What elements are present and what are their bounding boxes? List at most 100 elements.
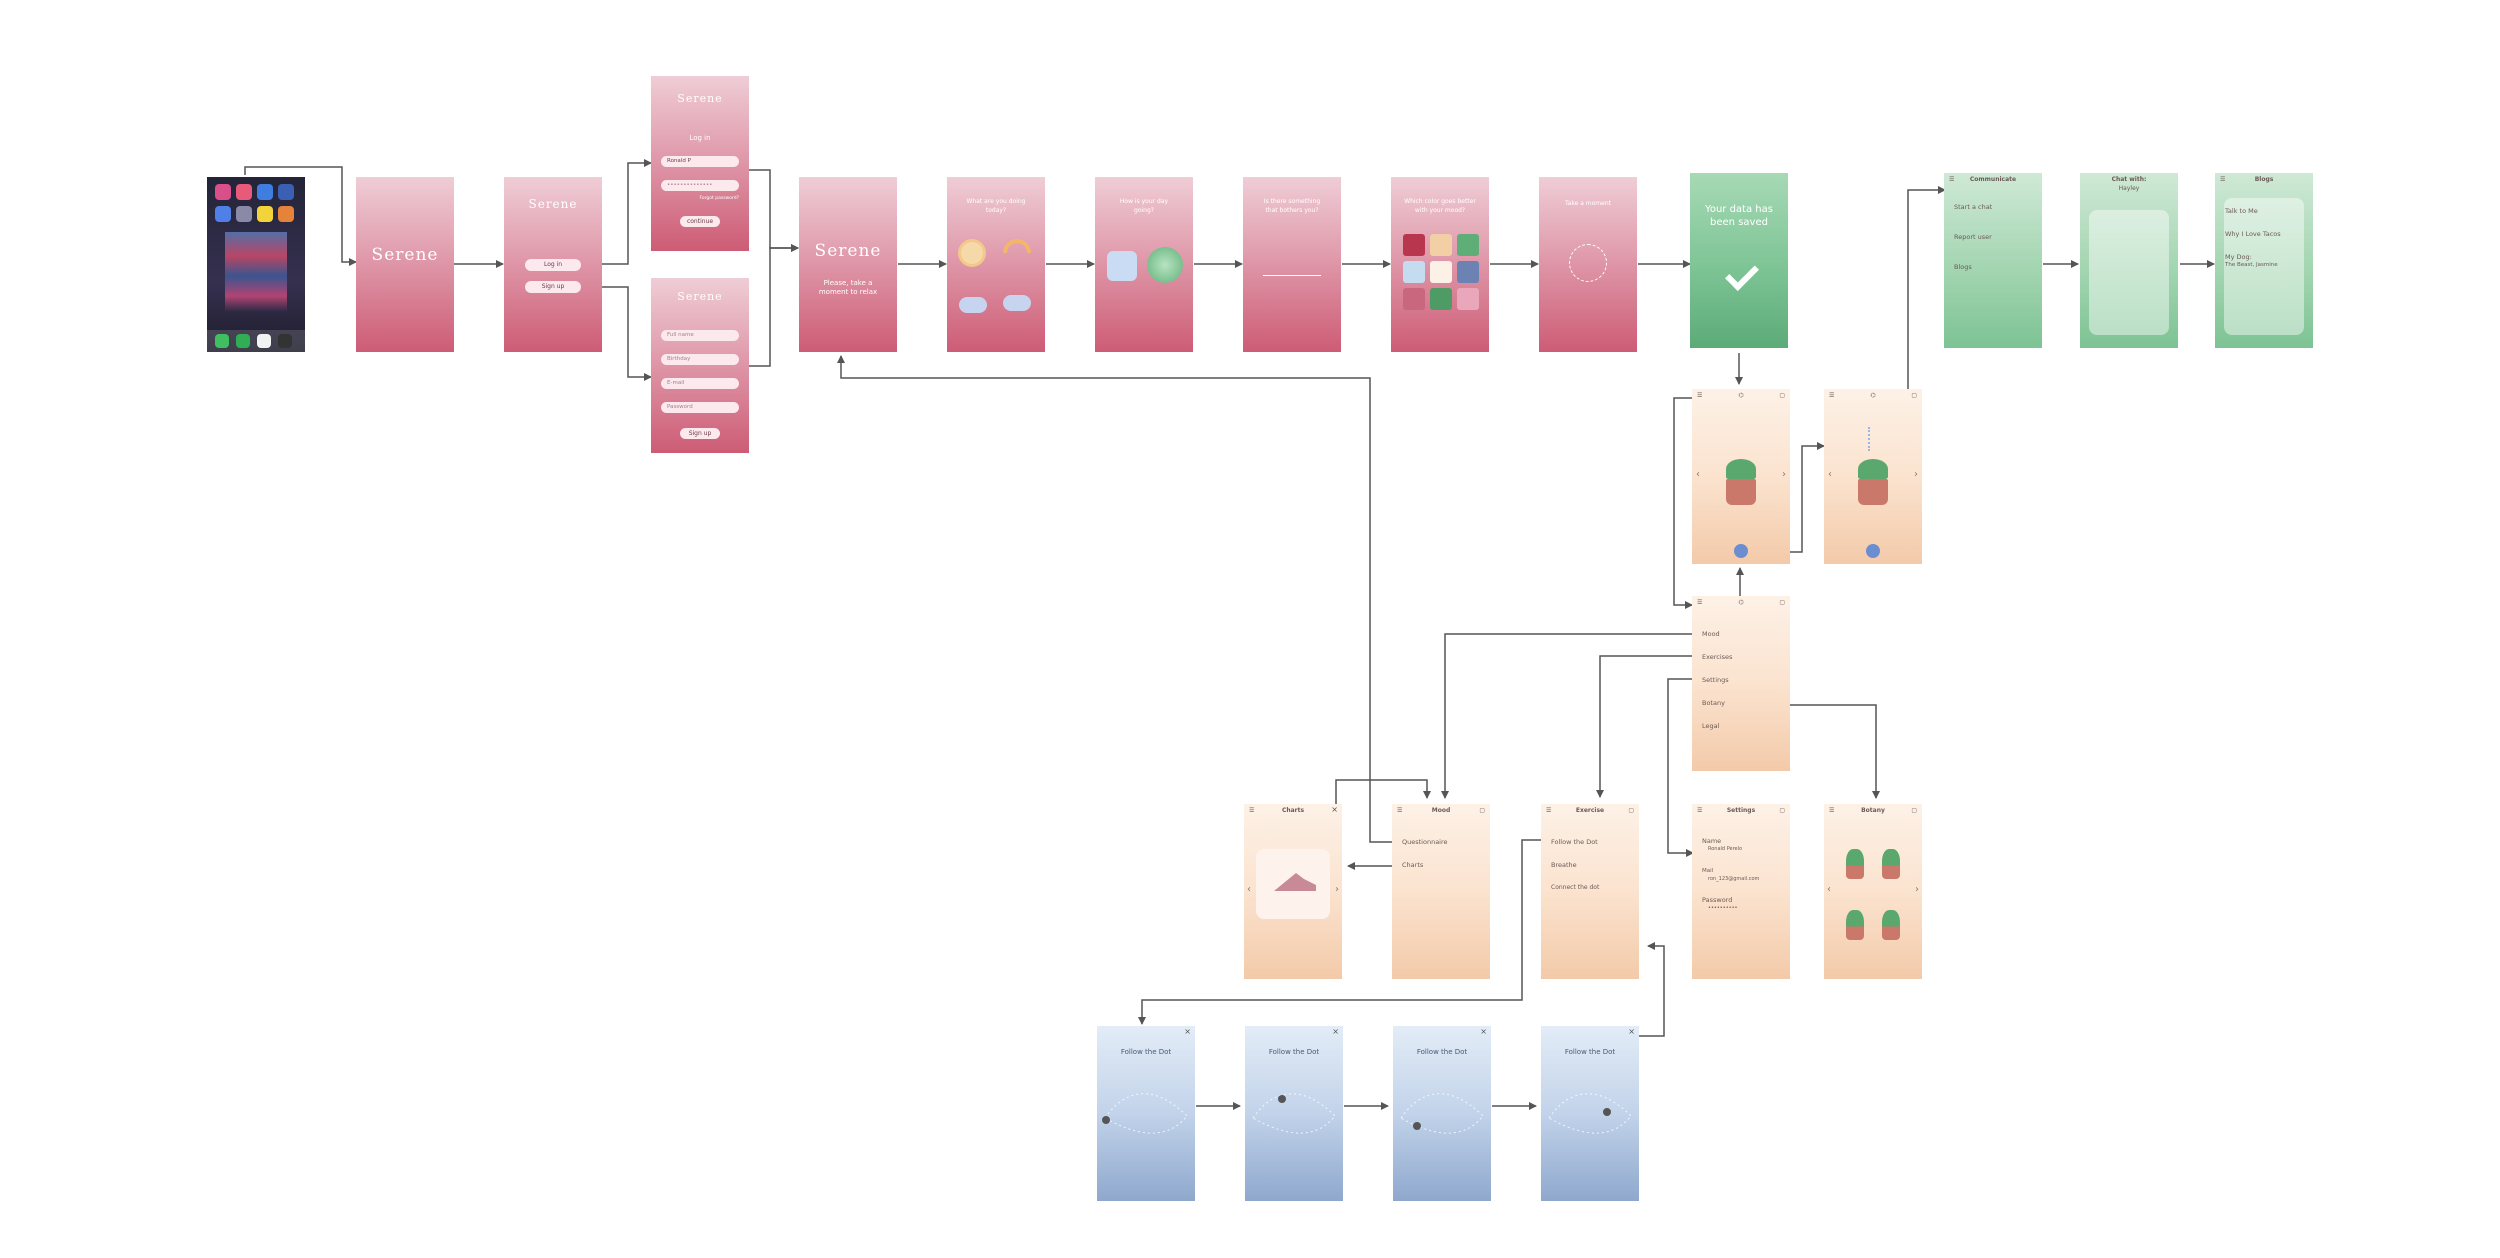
plant-thumbnail[interactable] [1882,849,1900,879]
close-icon[interactable]: × [1480,1027,1487,1036]
blogs-item[interactable]: Blogs [1954,263,1972,271]
close-icon[interactable]: × [1184,1027,1191,1036]
water-drop-button[interactable] [1734,544,1748,558]
chevron-right-icon[interactable]: › [1335,884,1339,895]
question-title: How is your day going? [1119,198,1169,214]
snapchat-icon[interactable] [257,206,273,222]
phone-icon[interactable] [215,334,229,348]
follow-dot-item[interactable]: Follow the Dot [1551,838,1598,846]
chevron-right-icon[interactable]: › [1915,884,1919,895]
menu-item-mood[interactable]: Mood [1702,630,1720,638]
menu-icon[interactable]: ☰ [1546,807,1552,814]
continue-button[interactable]: continue [680,216,720,227]
color-swatch[interactable] [1430,234,1452,256]
music-icon[interactable] [257,334,271,348]
menu-icon[interactable]: ☰ [1249,807,1255,814]
signup-submit-button[interactable]: Sign up [680,428,720,439]
chat-message-area[interactable] [2089,210,2169,335]
menu-item-botany[interactable]: Botany [1702,699,1725,707]
menu-icon[interactable]: ☰ [1829,807,1835,814]
rainbow-icon[interactable] [1003,239,1031,253]
breathe-item[interactable]: Breathe [1551,861,1577,869]
ice-icon[interactable] [1107,251,1137,281]
facebook-icon[interactable] [278,184,294,200]
connect-dot-item[interactable]: Connect the dot [1551,884,1600,891]
chevron-left-icon[interactable]: ‹ [1828,469,1832,480]
chevron-right-icon[interactable]: › [1782,469,1786,480]
name-value[interactable]: Ronald Perelo [1708,846,1743,852]
questionnaire-item[interactable]: Questionnaire [1402,838,1448,846]
chevron-left-icon[interactable]: ‹ [1696,469,1700,480]
whatsapp-icon[interactable] [236,334,250,348]
color-swatch[interactable] [1457,234,1479,256]
cloud-icon[interactable] [1003,295,1031,311]
blog-item[interactable]: My Dog: [2225,253,2252,261]
menu-icon[interactable]: ☰ [1829,392,1835,399]
close-icon[interactable]: × [1331,805,1338,814]
chevron-left-icon[interactable]: ‹ [1827,884,1831,895]
water-drop-button[interactable] [1866,544,1880,558]
chat-icon[interactable]: ▢ [1911,392,1917,399]
mood-screen: ☰ Mood ▢ Questionnaire Charts [1392,804,1490,979]
sun-icon[interactable] [961,242,983,264]
blog-item[interactable]: Talk to Me [2225,207,2258,215]
screen-title: Chat with: [2111,176,2147,183]
menu-icon[interactable]: ☰ [2220,176,2226,183]
color-swatch[interactable] [1457,288,1479,310]
menu-item-settings[interactable]: Settings [1702,676,1729,684]
serene-logo: Serene [677,92,723,105]
leaf-ball-icon[interactable] [1147,247,1183,283]
menu-icon[interactable]: ☰ [1697,392,1703,399]
menu-icon[interactable]: ☰ [1397,807,1403,814]
chevron-right-icon[interactable]: › [1914,469,1918,480]
password-input[interactable]: •••••••••••••• [661,180,739,191]
app-icon[interactable] [236,206,252,222]
plant-thumbnail[interactable] [1846,849,1864,879]
blog-item[interactable]: Why I Love Tacos [2225,230,2281,238]
camera-icon[interactable] [278,334,292,348]
password-value[interactable]: •••••••••• [1708,905,1738,911]
plant-thumbnail[interactable] [1882,910,1900,940]
signup-button[interactable]: Sign up [525,281,581,293]
color-swatch[interactable] [1430,261,1452,283]
report-user-item[interactable]: Report user [1954,233,1992,241]
blog-item-subtitle[interactable]: The Beast, Jasmine [2225,262,2278,268]
birthday-input[interactable]: Birthday [661,354,739,365]
chat-icon[interactable]: ▢ [1779,599,1785,606]
menu-icon[interactable]: ☰ [1697,807,1703,814]
menu-icon[interactable]: ☰ [1949,176,1955,183]
login-button[interactable]: Log in [525,259,581,271]
forgot-password-link[interactable]: Forgot password? [699,196,739,201]
charts-item[interactable]: Charts [1402,861,1424,869]
menu-icon[interactable]: ☰ [1697,599,1703,606]
close-icon[interactable]: × [1628,1027,1635,1036]
password-input[interactable]: Password [661,402,739,413]
app-icon[interactable] [215,206,231,222]
fullname-input[interactable]: Full name [661,330,739,341]
menu-item-exercises[interactable]: Exercises [1702,653,1733,661]
email-input[interactable]: E-mail [661,378,739,389]
plant-thumbnail[interactable] [1846,910,1864,940]
mail-value[interactable]: ron_123@gmail.com [1708,876,1760,882]
menu-item-legal[interactable]: Legal [1702,722,1720,730]
color-swatch[interactable] [1403,234,1425,256]
username-input[interactable]: Ronald P [661,156,739,167]
color-swatch[interactable] [1430,288,1452,310]
storm-cloud-icon[interactable] [959,297,987,313]
chat-icon[interactable]: ▢ [1628,807,1634,814]
chat-icon[interactable]: ▢ [1479,807,1485,814]
messenger-icon[interactable] [257,184,273,200]
chat-icon[interactable]: ▢ [1911,807,1917,814]
chevron-left-icon[interactable]: ‹ [1247,884,1251,895]
chat-icon[interactable]: ▢ [1779,807,1785,814]
color-swatch[interactable] [1457,261,1479,283]
chat-icon[interactable]: ▢ [1779,392,1785,399]
answer-input-line[interactable] [1263,275,1321,276]
app-icon[interactable] [278,206,294,222]
color-swatch[interactable] [1403,261,1425,283]
color-swatch[interactable] [1403,288,1425,310]
close-icon[interactable]: × [1332,1027,1339,1036]
app-icon[interactable] [236,184,252,200]
instagram-icon[interactable] [215,184,231,200]
start-chat-item[interactable]: Start a chat [1954,203,1993,211]
